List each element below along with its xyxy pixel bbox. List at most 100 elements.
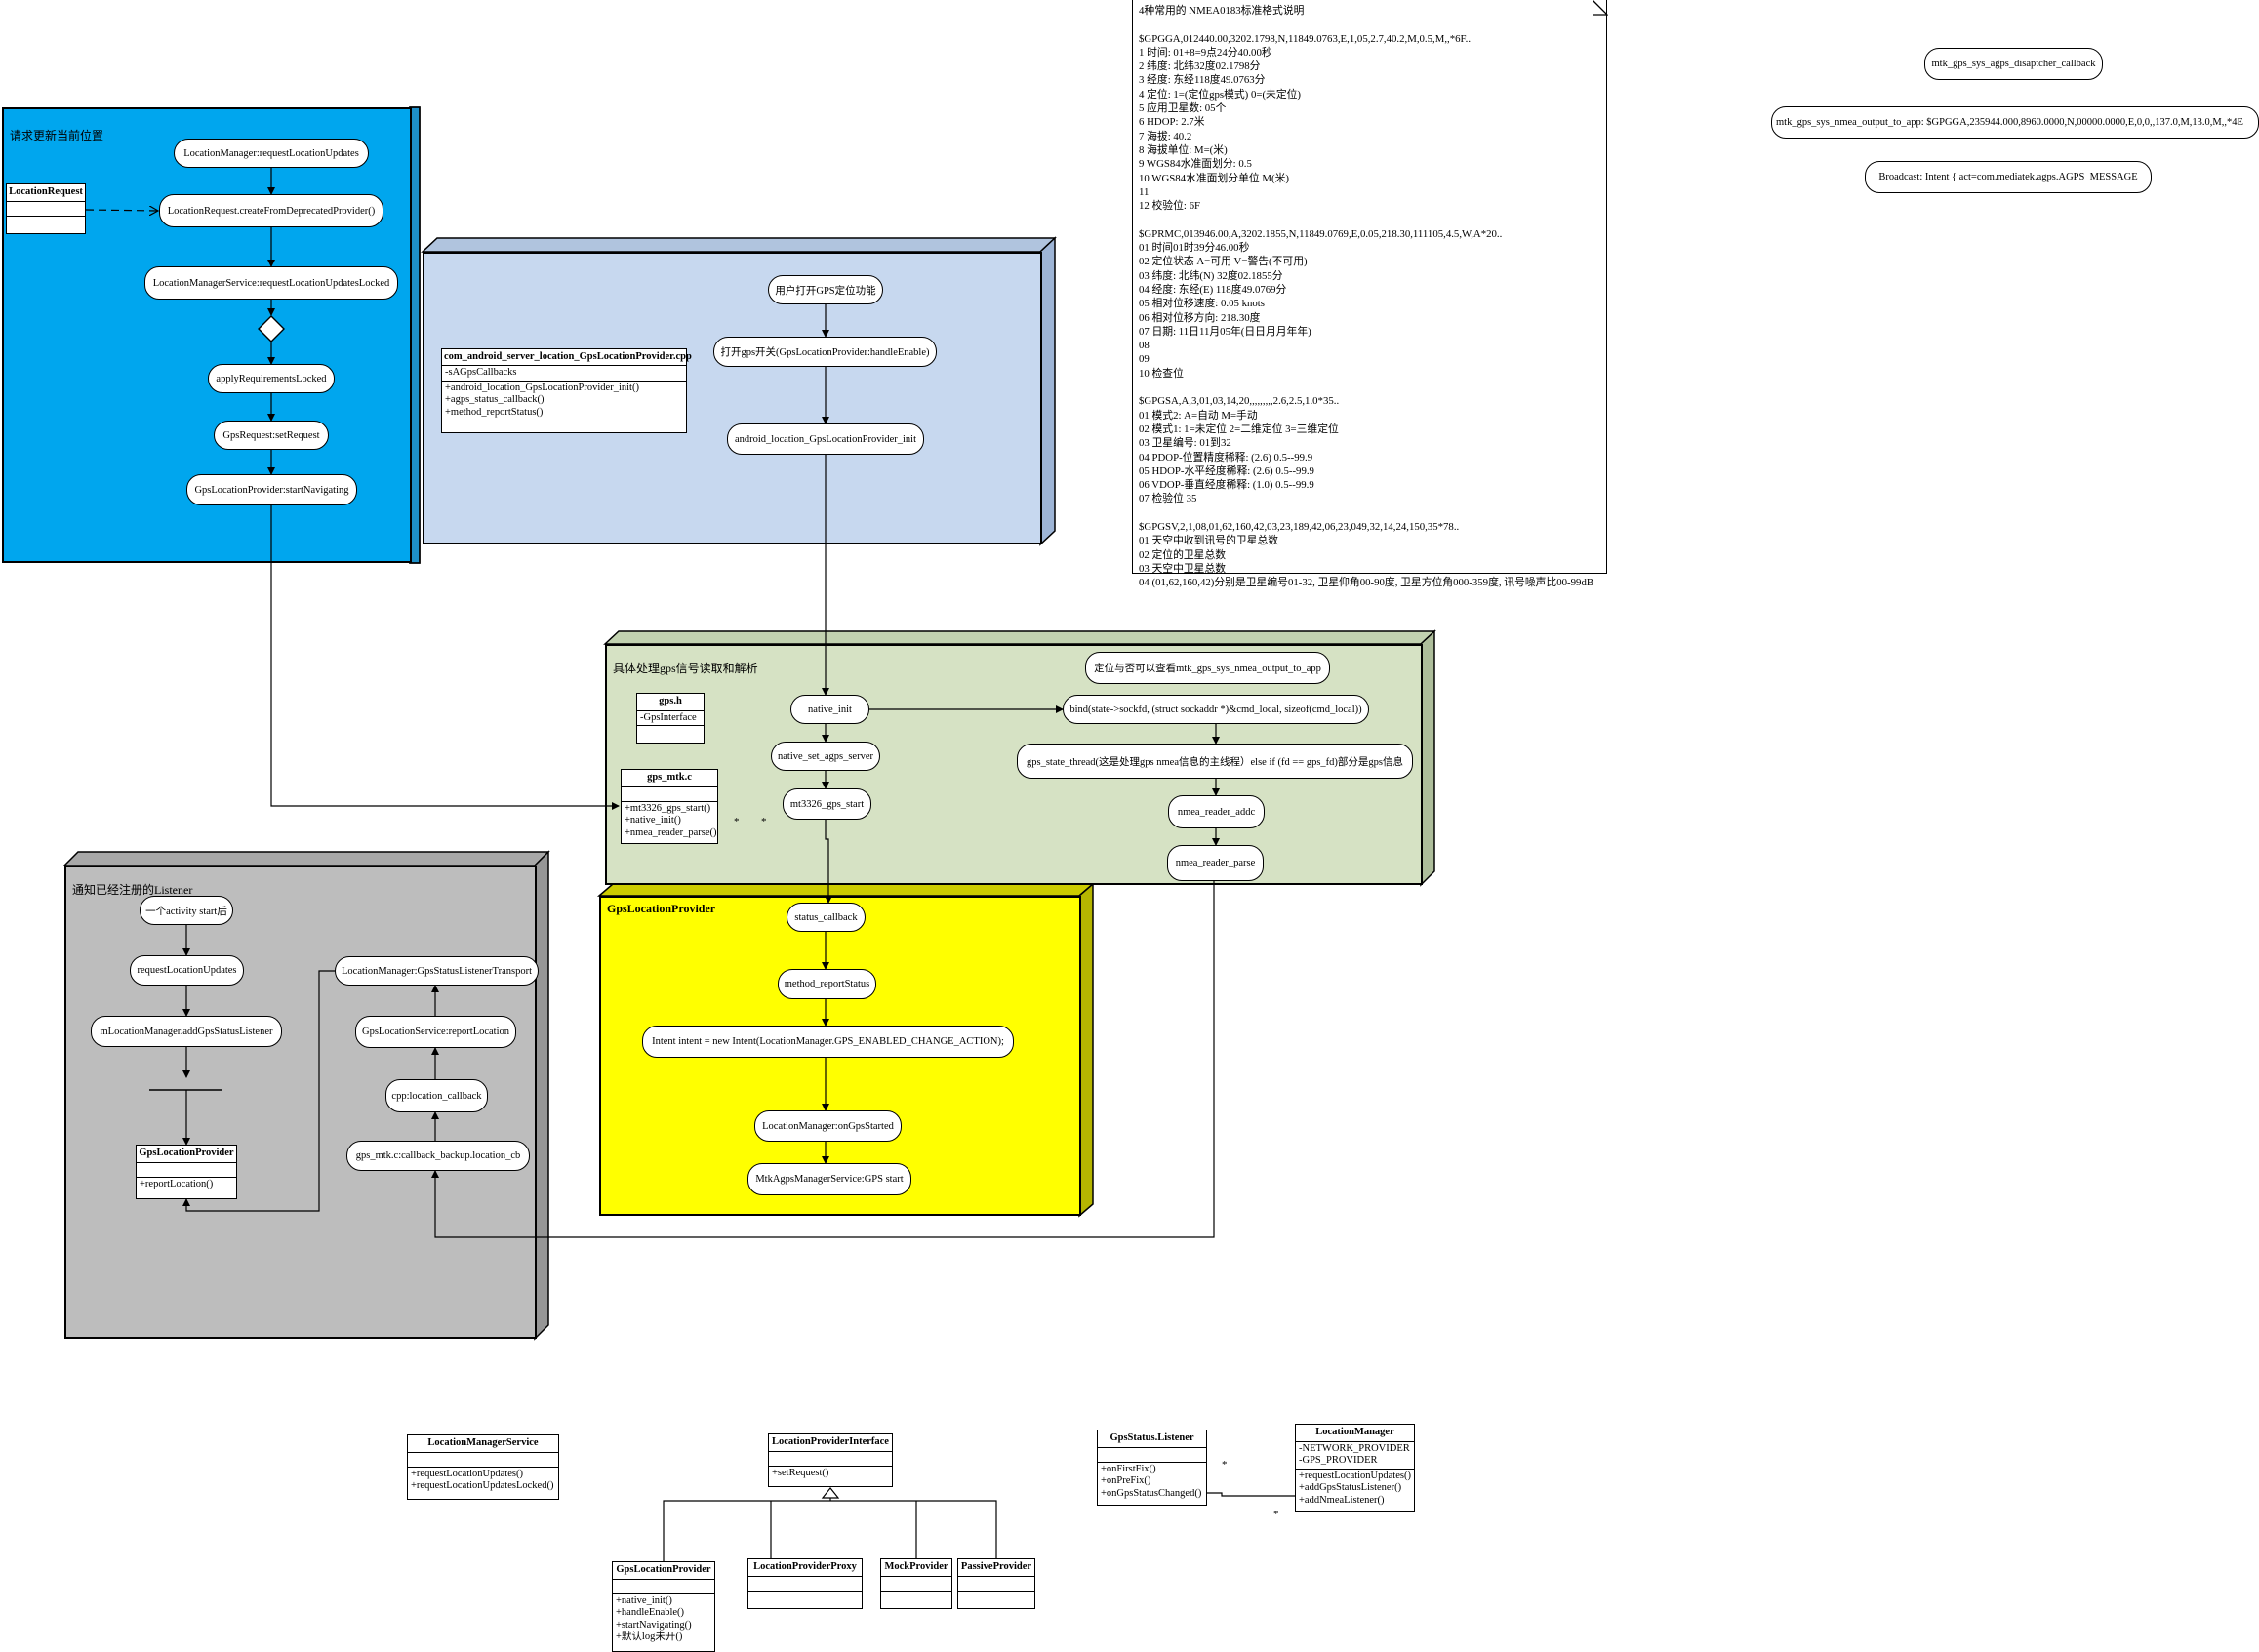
user-open-gps-node[interactable]: 用户打开GPS定位功能 [768,275,883,304]
native-init-node[interactable]: native_init [790,695,869,724]
class-attrs [958,1577,1034,1592]
class-attrs [881,1577,951,1592]
gps-h-class[interactable]: gps.h -GpsInterface [636,693,705,744]
on-gps-started-node[interactable]: LocationManager:onGpsStarted [754,1110,902,1142]
class-name: LocationManager [1296,1425,1414,1442]
class-name: LocationRequest [7,184,85,202]
note-line: 02 定位的卫星总数 [1139,548,1227,561]
callback-backup-location-cb-node[interactable]: gps_mtk.c:callback_backup.location_cb [346,1141,530,1171]
class-attrs [7,202,85,217]
method-1: +agps_status_callback() [445,394,545,405]
method-2: +nmea_reader_parse() [625,826,717,838]
create-from-deprecated-provider-node[interactable]: LocationRequest.createFromDeprecatedProv… [159,194,383,227]
class-name: LocationProviderInterface [769,1434,892,1452]
note-line: 12 校验位: 6F [1139,200,1200,213]
agps-dispatcher-callback-node[interactable]: mtk_gps_sys_agps_disaptcher_callback [1924,48,2103,80]
passive-provider-class[interactable]: PassiveProvider [957,1558,1035,1609]
request-location-updates-node[interactable]: requestLocationUpdates [130,955,244,986]
location-manager-service-class[interactable]: LocationManagerService +requestLocationU… [407,1434,559,1500]
method-1: +addGpsStatusListener() [1299,1482,1402,1493]
gps-request-set-request-node[interactable]: GpsRequest:setRequest [214,421,329,450]
native-set-agps-server-node[interactable]: native_set_agps_server [771,742,880,771]
method-1: +handleEnable() [616,1607,685,1618]
multiplicity-star: * [761,816,767,827]
note-line: 05 HDOP-水平经度稀释: (2.6) 0.5--99.9 [1139,464,1314,477]
attr-0: -sAGpsCallbacks [445,367,517,378]
service-request-updates-locked-node[interactable]: LocationManagerService:requestLocationUp… [144,266,398,300]
method-1: +native_init() [625,815,681,826]
note-line: $GPRMC,013946.00,A,3202.1855,N,11849.076… [1139,227,1503,240]
status-callback-node[interactable]: status_callback [787,903,866,932]
method-0: +setRequest() [772,1467,829,1478]
note-line [1139,213,1600,226]
note-line: 03 卫星编号: 01到32 [1139,437,1231,450]
cpp-location-callback-node[interactable]: cpp:location_callback [385,1079,488,1112]
android-location-init-node[interactable]: android_location_GpsLocationProvider_ini… [727,423,924,455]
note-line: 03 天空中卫星总数 [1139,562,1227,575]
gps-location-provider-small-class[interactable]: GpsLocationProvider +reportLocation() [136,1145,237,1199]
method-0: +onFirstFix() [1101,1463,1156,1474]
gps-location-provider-class[interactable]: GpsLocationProvider +native_init() +hand… [612,1561,715,1652]
note-line: 1 时间: 01+8=9点24分40.00秒 [1139,46,1272,59]
check-nmea-output-node[interactable]: 定位与否可以查看mtk_gps_sys_nmea_output_to_app [1085,652,1330,684]
note-line: $GPGSA,A,3,01,03,14,20,,,,,,,,,2.6,2.5,1… [1139,395,1340,408]
class-attrs [408,1453,558,1468]
note-line: 04 经度: 东经(E) 118度49.0769分 [1139,283,1287,296]
class-methods [881,1592,951,1605]
note-line: 01 天空中收到讯号的卫星总数 [1139,535,1279,547]
note-line: 06 相对位移方向: 218.30度 [1139,311,1261,324]
class-name: LocationProviderProxy [748,1559,862,1577]
note-line: 06 VDOP-垂直经度稀释: (1.0) 0.5--99.9 [1139,479,1314,492]
gps-mtk-c-class[interactable]: gps_mtk.c +mt3326_gps_start() +native_in… [621,769,718,844]
multiplicity-star: * [1273,1509,1279,1520]
method-0: +requestLocationUpdates() [1299,1470,1411,1481]
apply-requirements-locked-node[interactable]: applyRequirementsLocked [208,364,335,393]
gps-enabled-intent-node[interactable]: Intent intent = new Intent(LocationManag… [642,1026,1014,1058]
class-methods: +android_location_GpsLocationProvider_in… [442,382,686,421]
class-methods: +reportLocation() [137,1178,236,1192]
note-line: 5 应用卫星数: 05个 [1139,102,1227,115]
nmea-output-to-app-node[interactable]: mtk_gps_sys_nmea_output_to_app: $GPGGA,2… [1771,106,2259,139]
agps-broadcast-intent-node[interactable]: Broadcast: Intent { act=com.mediatek.agp… [1865,161,2152,193]
method-2: +method_reportStatus() [445,406,544,418]
gps-status-listener-class[interactable]: GpsStatus.Listener +onFirstFix() +onPreF… [1097,1430,1207,1506]
gps-location-provider-frame-title: GpsLocationProvider [607,902,716,915]
attr-0: -GpsInterface [640,711,697,723]
open-gps-switch-node[interactable]: 打开gps开关(GpsLocationProvider:handleEnable… [713,337,937,367]
location-request-class[interactable]: LocationRequest [6,183,86,234]
location-provider-interface-class[interactable]: LocationProviderInterface +setRequest() [768,1433,893,1487]
note-line: 01 模式2: A=自动 M=手动 [1139,409,1258,422]
note-line: 02 模式1: 1=未定位 2=二维定位 3=三维定位 [1139,423,1339,435]
request-location-title: 请求更新当前位置 [10,129,104,142]
note-line: 04 (01,62,160,42)分别是卫星编号01-32, 卫星仰角00-90… [1139,577,1594,589]
nmea-reader-addc-node[interactable]: nmea_reader_addc [1168,795,1265,828]
mock-provider-class[interactable]: MockProvider [880,1558,952,1609]
gps-status-listener-transport-node[interactable]: LocationManager:GpsStatusListenerTranspo… [335,956,539,986]
nmea-format-note: 4种常用的 NMEA0183标准格式说明$GPGGA,012440.00,320… [1132,0,1607,588]
agps-manager-start-node[interactable]: MtkAgpsManagerService:GPS start [747,1163,911,1195]
note-line: 03 纬度: 北纬(N) 32度02.1855分 [1139,269,1283,282]
location-manager-class[interactable]: LocationManager -NETWORK_PROVIDER -GPS_P… [1295,1424,1415,1512]
class-methods [7,217,85,230]
location-provider-proxy-class[interactable]: LocationProviderProxy [747,1558,863,1609]
method-2: +onGpsStatusChanged() [1101,1487,1202,1499]
decision-diamond [258,315,285,342]
class-methods: +onFirstFix() +onPreFix() +onGpsStatusCh… [1098,1463,1206,1502]
report-location-node[interactable]: GpsLocationService:reportLocation [355,1016,516,1048]
mt3326-gps-start-node[interactable]: mt3326_gps_start [783,788,871,820]
add-gps-status-listener-node[interactable]: mLocationManager.addGpsStatusListener [91,1016,282,1047]
gps-state-thread-node[interactable]: gps_state_thread(这是处理gps nmea信息的主线程）else… [1017,744,1413,779]
activity-start-node[interactable]: 一个activity start后 [140,896,233,925]
nmea-reader-parse-node[interactable]: nmea_reader_parse [1167,845,1264,881]
class-name: GpsLocationProvider [613,1562,714,1580]
jni-cpp-class[interactable]: com_android_server_location_GpsLocationP… [441,348,692,433]
bind-socket-node[interactable]: bind(state->sockfd, (struct sockaddr *)&… [1063,695,1369,724]
class-attrs: -sAGpsCallbacks [442,366,686,382]
class-attrs [748,1577,862,1592]
note-line: 09 [1139,353,1150,366]
gps-start-navigating-node[interactable]: GpsLocationProvider:startNavigating [186,474,357,505]
method-0: +native_init() [616,1594,672,1606]
method-report-status-node[interactable]: method_reportStatus [778,969,876,999]
location-manager-request-updates-node[interactable]: LocationManager:requestLocationUpdates [174,139,369,168]
